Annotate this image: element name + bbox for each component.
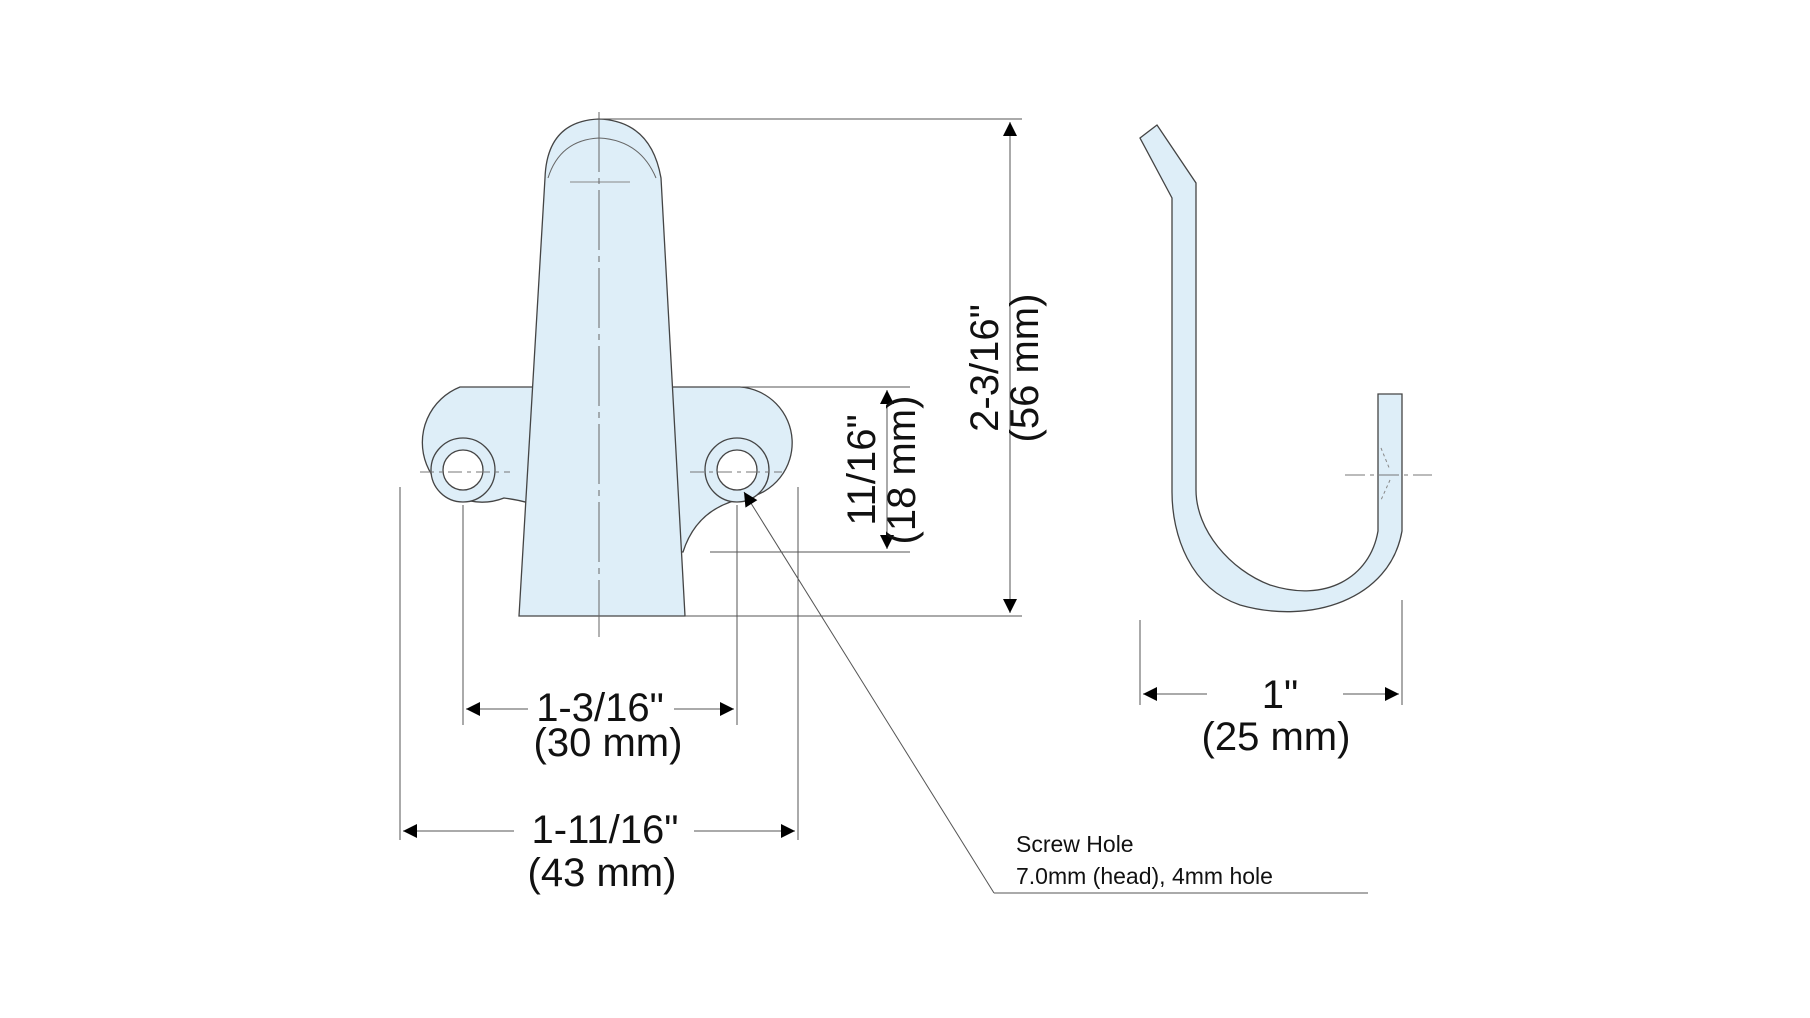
screw-hole-left [420, 437, 510, 503]
overall-height-metric-label: (56 mm) [1003, 294, 1047, 443]
screw-hole-leader [743, 491, 995, 894]
extension-lines [399, 118, 1022, 840]
base-height-metric-label: (18 mm) [880, 396, 924, 545]
front-view: 2-3/16" (56 mm) 11/16" (18 mm) 1-3/16" (… [399, 112, 1368, 895]
side-view: 1" (25 mm) [1139, 124, 1432, 759]
overall-width-metric-label: (43 mm) [528, 851, 677, 895]
hole-spacing-imperial-label: 1-3/16" [536, 686, 664, 730]
screw-hole-spec: 7.0mm (head), 4mm hole [1016, 863, 1273, 889]
screw-hole-title: Screw Hole [1016, 831, 1134, 857]
screw-hole-right [690, 437, 782, 503]
hook-depth-metric-label: (25 mm) [1202, 715, 1351, 759]
hole-spacing-metric-label: (30 mm) [534, 721, 683, 765]
hook-side-profile [1139, 124, 1403, 613]
hook-stem [518, 118, 686, 617]
hook-depth-imperial-label: 1" [1262, 673, 1298, 717]
overall-width-imperial-label: 1-11/16" [532, 808, 679, 852]
overall-height-imperial-label: 2-3/16" [963, 304, 1007, 432]
base-height-imperial-label: 11/16" [840, 414, 884, 525]
